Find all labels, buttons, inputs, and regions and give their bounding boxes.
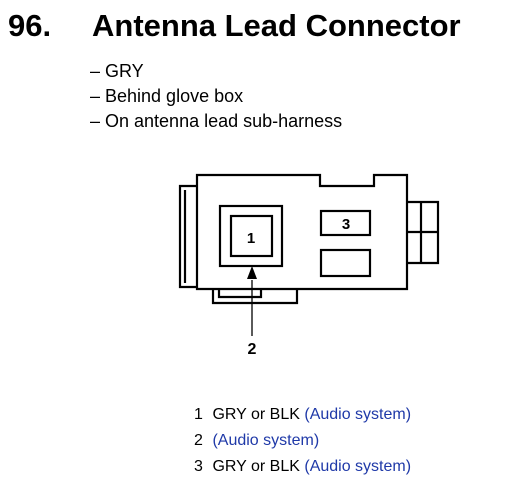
terminal-3-cavity [319,209,372,237]
connector-bottom-key [211,289,299,305]
terminal-empty-cavity [319,248,372,278]
note-location: – Behind glove box [90,86,244,106]
connector-left-tab [178,184,197,289]
legend-wire-color: GRY or BLK [212,406,300,423]
connector-housing [195,173,409,291]
legend-row: 3 GRY or BLK (Audio system) [194,454,411,480]
pin-legend: 1 GRY or BLK (Audio system) 2 (Audio sys… [194,402,411,480]
connector-bottom-key-step [217,289,263,299]
legend-pin-number: 3 [194,458,203,475]
terminal-2-pointer-arrow [247,266,257,279]
terminal-1-label: 1 [247,230,255,247]
terminal-2-label: 2 [248,341,257,358]
note-harness: – On antenna lead sub-harness [90,111,343,131]
legend-system: (Audio system) [212,432,320,449]
legend-row: 2 (Audio system) [194,428,411,454]
page-title: Antenna Lead Connector [92,8,461,43]
legend-wire-color: GRY or BLK [212,458,300,475]
terminal-1-inner [229,214,274,258]
legend-system: (Audio system) [304,406,412,423]
legend-row: 1 GRY or BLK (Audio system) [194,402,411,428]
legend-system: (Audio system) [304,458,412,475]
section-number: 96. [8,8,52,43]
page-heading: 96. Antenna Lead Connector [8,6,518,46]
terminal-3-label: 3 [342,216,350,233]
terminal-1-outer [218,204,284,268]
legend-pin-number: 1 [194,406,203,423]
connector-notes: – GRY – Behind glove box – On antenna le… [90,59,342,134]
legend-pin-number: 2 [194,432,203,449]
note-color: – GRY [90,61,144,81]
